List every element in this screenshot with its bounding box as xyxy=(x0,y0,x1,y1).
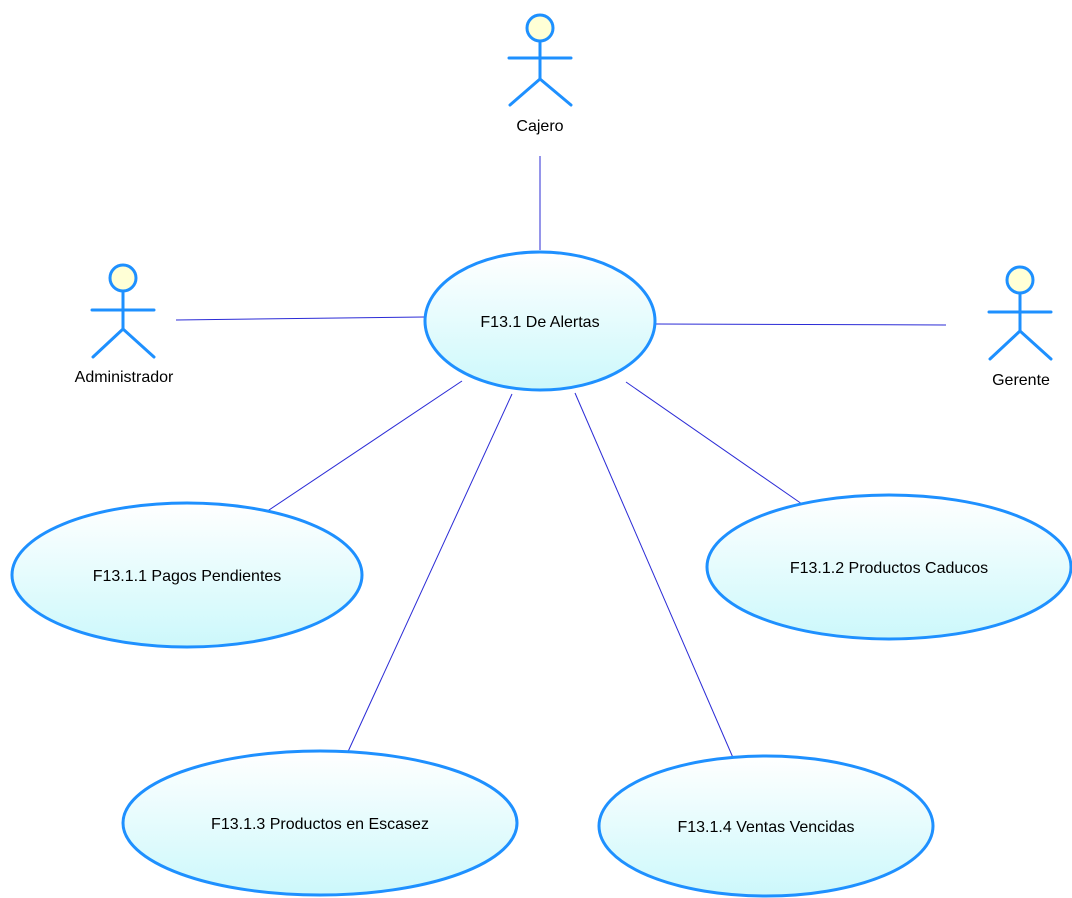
use-case-shape xyxy=(705,493,1072,641)
use-case-label: F13.1 De Alertas xyxy=(480,314,599,331)
use-case-label: F13.1.1 Pagos Pendientes xyxy=(93,568,282,585)
use-case-label: F13.1.3 Productos en Escasez xyxy=(211,816,429,833)
use-case-productos-en-escasez[interactable]: F13.1.3 Productos en Escasez xyxy=(121,749,519,897)
use-case-productos-caducos[interactable]: F13.1.2 Productos Caducos xyxy=(705,493,1072,641)
use-case-shape xyxy=(121,749,519,897)
association-alertas-pagos xyxy=(265,380,463,513)
use-case-label: F13.1.2 Productos Caducos xyxy=(790,560,988,577)
associations xyxy=(175,156,947,761)
actor-label-gerente: Gerente xyxy=(992,372,1050,389)
use-case-label: F13.1.4 Ventas Vencidas xyxy=(677,819,854,836)
actor-head xyxy=(525,13,555,43)
use-case-shape xyxy=(10,501,364,649)
actor-administrador[interactable]: Administrador xyxy=(75,263,174,386)
association-gerente-alertas xyxy=(655,323,947,326)
use-case-de-alertas[interactable]: F13.1 De Alertas xyxy=(423,250,657,392)
use-case-pagos-pendientes[interactable]: F13.1.1 Pagos Pendientes xyxy=(10,501,364,649)
use-case-ventas-vencidas[interactable]: F13.1.4 Ventas Vencidas xyxy=(597,754,935,898)
actor-head xyxy=(108,263,138,293)
use-case-shape xyxy=(423,250,657,392)
actor-head xyxy=(1005,265,1035,295)
actor-gerente[interactable]: Gerente xyxy=(987,265,1053,389)
use-case-shape xyxy=(597,754,935,898)
actor-label-cajero: Cajero xyxy=(516,118,563,135)
association-alertas-ventas xyxy=(574,392,735,761)
actor-cajero[interactable]: Cajero xyxy=(507,13,573,135)
association-administrador-alertas xyxy=(175,316,425,321)
actor-label-administrador: Administrador xyxy=(75,369,174,386)
association-alertas-escasez xyxy=(345,393,513,757)
association-alertas-caducos xyxy=(625,381,803,505)
